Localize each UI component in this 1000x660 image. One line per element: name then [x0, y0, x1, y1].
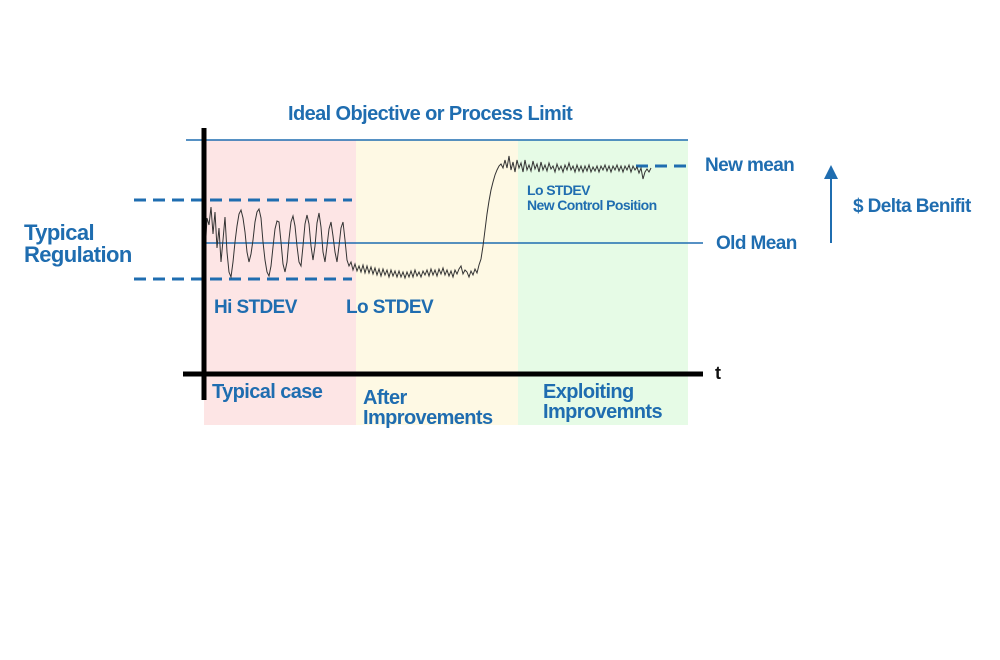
zone-after-improvements-band: [356, 140, 518, 425]
hi-stdev-label: Hi STDEV: [214, 297, 297, 318]
zone-after-improvements-label: After Improvements: [363, 387, 493, 429]
lo-stdev-new-control-label: Lo STDEV New Control Position: [527, 182, 657, 213]
zone-exploiting-improvements-label: Exploiting Improvemnts: [543, 381, 663, 423]
process-signal-trace: [204, 155, 652, 280]
delta-benefit-label: $ Delta Benifit: [853, 196, 971, 217]
ideal-limit-label: Ideal Objective or Process Limit: [288, 103, 573, 125]
lo-stdev-label: Lo STDEV: [346, 297, 434, 318]
zone-typical-case-label: Typical case: [212, 381, 323, 403]
zone-typical-case-band: [204, 140, 356, 425]
zone-exploiting-band: [518, 140, 688, 425]
typical-regulation-label: Typical Regulation: [24, 220, 132, 267]
old-mean-label: Old Mean: [716, 233, 797, 254]
time-axis-label: t: [715, 363, 721, 383]
delta-benefit-arrow-icon: [824, 165, 838, 243]
new-mean-label: New mean: [705, 155, 795, 176]
